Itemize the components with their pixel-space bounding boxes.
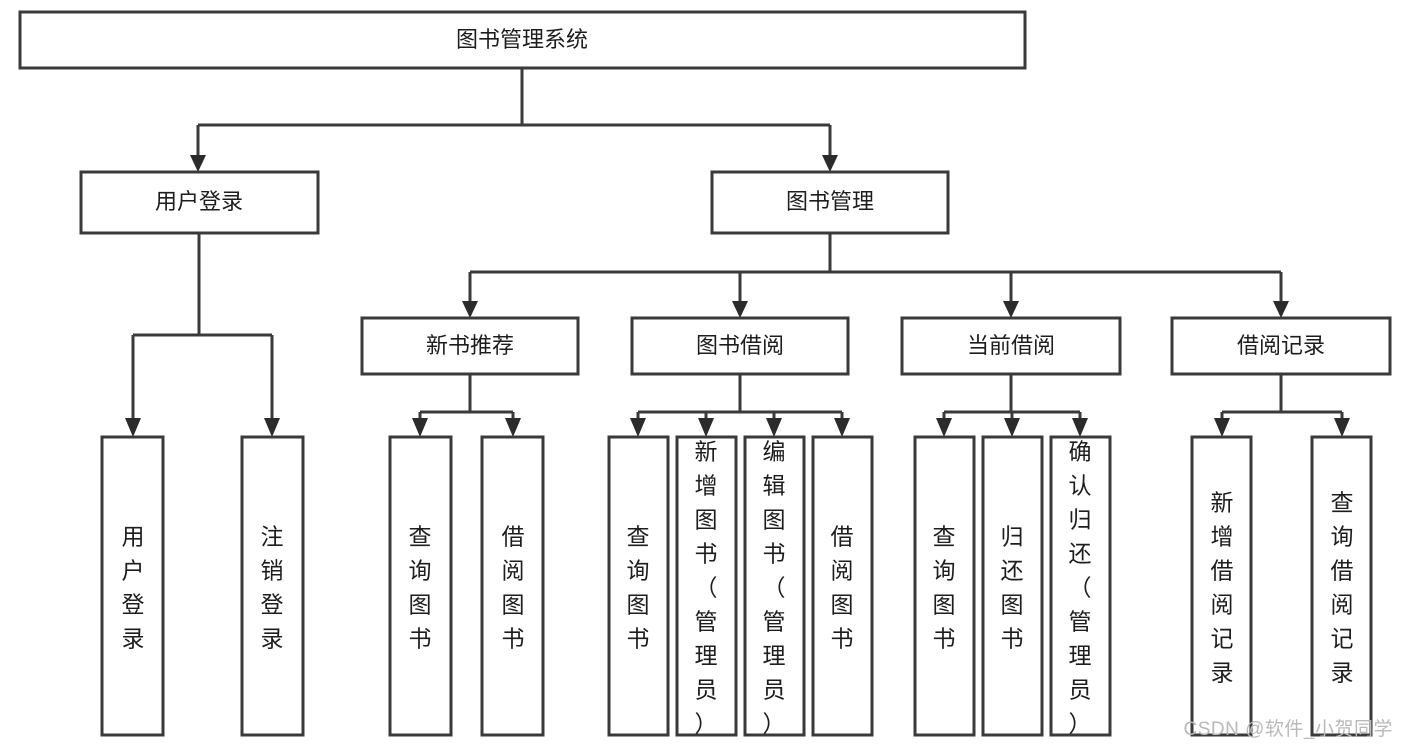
node-leaf-return-book[interactable]: 归还图书	[981, 435, 1044, 737]
node-leaf-user-login-label: 用户登录	[122, 524, 145, 652]
arrow-head-current-borrow	[1003, 301, 1019, 318]
node-leaf-borrow-book[interactable]: 借阅图书	[811, 435, 874, 737]
node-current-borrow-label: 当前借阅	[967, 333, 1055, 358]
node-leaf-query-book-recommend-label: 查询图书	[409, 524, 432, 652]
node-leaf-user-login-box[interactable]	[100, 435, 165, 737]
node-leaf-query-book-recommend-box[interactable]	[388, 435, 453, 737]
arrow-head-leaf-borrow-book-recommend	[505, 418, 521, 437]
node-leaf-user-login[interactable]: 用户登录	[100, 435, 165, 737]
node-root-label: 图书管理系统	[456, 27, 588, 52]
node-book-borrow-box[interactable]	[630, 316, 850, 376]
node-leaf-query-book-borrow[interactable]: 查询图书	[607, 435, 670, 737]
arrow-head-leaf-return-book	[1004, 418, 1020, 437]
node-leaf-add-book-admin-box[interactable]	[675, 435, 738, 737]
node-book-management-box[interactable]	[710, 170, 950, 235]
arrow-head-leaf-query-book-current	[936, 418, 952, 437]
node-leaf-borrow-book-box[interactable]	[811, 435, 874, 737]
node-leaf-borrow-book-recommend-label: 借阅图书	[502, 524, 525, 652]
node-new-book-recommend-box[interactable]	[360, 316, 580, 376]
node-leaf-add-borrow-record-label: 新增借阅记录	[1211, 490, 1234, 686]
node-leaf-borrow-book-label: 借阅图书	[831, 524, 854, 652]
node-leaf-return-book-box[interactable]	[981, 435, 1044, 737]
node-leaf-query-book-current-label: 查询图书	[933, 524, 956, 652]
node-leaf-query-borrow-record[interactable]: 查询借阅记录	[1310, 435, 1373, 737]
node-leaf-logout-login-label: 注销登录	[261, 524, 284, 652]
node-book-borrow-label: 图书借阅	[696, 333, 784, 358]
node-leaf-return-book-label: 归还图书	[1001, 524, 1024, 652]
node-current-borrow[interactable]: 当前借阅	[900, 316, 1122, 376]
node-root[interactable]: 图书管理系统	[18, 10, 1027, 70]
node-user-login-label: 用户登录	[155, 189, 243, 214]
arrow-head-leaf-query-book-recommend	[412, 418, 428, 437]
node-user-login[interactable]: 用户登录	[79, 170, 320, 235]
arrow-head-leaf-edit-book-admin	[766, 418, 782, 437]
node-root-box[interactable]	[18, 10, 1027, 70]
node-leaf-query-book-current[interactable]: 查询图书	[913, 435, 976, 737]
arrow-head-leaf-query-borrow-record	[1334, 418, 1350, 437]
node-leaf-query-book-recommend[interactable]: 查询图书	[388, 435, 453, 737]
arrow-head-leaf-user-login	[125, 418, 141, 437]
arrow-head-leaf-confirm-return-admin	[1072, 418, 1088, 437]
arrow-head-borrow-record	[1273, 301, 1289, 318]
node-new-book-recommend-label: 新书推荐	[426, 333, 514, 358]
node-leaf-query-book-borrow-box[interactable]	[607, 435, 670, 737]
node-leaf-query-borrow-record-box[interactable]	[1310, 435, 1373, 737]
node-book-management[interactable]: 图书管理	[710, 170, 950, 235]
node-leaf-confirm-return-admin[interactable]: 确认归还（管理员）	[1049, 435, 1112, 737]
leaf-layer: 用户登录 注销登录 查询图书 借阅图书 查询图书 新增图书（管理员）	[100, 435, 1373, 737]
node-book-management-label: 图书管理	[786, 189, 874, 214]
node-borrow-record[interactable]: 借阅记录	[1170, 316, 1392, 376]
node-borrow-record-label: 借阅记录	[1237, 333, 1325, 358]
node-borrow-record-box[interactable]	[1170, 316, 1392, 376]
node-leaf-query-borrow-record-label: 查询借阅记录	[1331, 490, 1354, 686]
connector-layer	[125, 68, 1350, 437]
arrow-head-leaf-add-book-admin	[698, 418, 714, 437]
node-leaf-add-book-admin[interactable]: 新增图书（管理员）	[675, 435, 738, 737]
node-new-book-recommend[interactable]: 新书推荐	[360, 316, 580, 376]
node-leaf-confirm-return-admin-label: 确认归还（管理员）	[1069, 439, 1092, 737]
arrow-head-book-borrow	[732, 301, 748, 318]
node-leaf-confirm-return-admin-box[interactable]	[1049, 435, 1112, 737]
node-leaf-query-book-current-box[interactable]	[913, 435, 976, 737]
arrow-head-user-login	[190, 155, 206, 172]
node-leaf-add-borrow-record[interactable]: 新增借阅记录	[1190, 435, 1253, 737]
node-leaf-edit-book-admin[interactable]: 编辑图书（管理员）	[743, 435, 806, 737]
node-leaf-add-borrow-record-box[interactable]	[1190, 435, 1253, 737]
arrow-head-book-management	[822, 155, 838, 172]
node-leaf-logout-login-box[interactable]	[240, 435, 305, 737]
csdn-watermark: CSDN @软件_小贺同学	[1183, 719, 1393, 740]
arrow-head-leaf-add-borrow-record	[1214, 418, 1230, 437]
node-leaf-borrow-book-recommend-box[interactable]	[480, 435, 545, 737]
arrow-head-new-book-recommend	[462, 301, 478, 318]
node-leaf-edit-book-admin-box[interactable]	[743, 435, 806, 737]
arrow-head-leaf-borrow-book	[834, 418, 850, 437]
node-leaf-add-book-admin-label: 新增图书（管理员）	[695, 439, 718, 737]
node-current-borrow-box[interactable]	[900, 316, 1122, 376]
node-book-borrow[interactable]: 图书借阅	[630, 316, 850, 376]
node-leaf-edit-book-admin-label: 编辑图书（管理员）	[763, 439, 786, 737]
node-user-login-box[interactable]	[79, 170, 320, 235]
node-leaf-logout-login[interactable]: 注销登录	[240, 435, 305, 737]
arrow-head-leaf-query-book-borrow	[630, 418, 646, 437]
arrow-head-leaf-logout-login	[264, 418, 280, 437]
node-leaf-borrow-book-recommend[interactable]: 借阅图书	[480, 435, 545, 737]
node-leaf-query-book-borrow-label: 查询图书	[627, 524, 650, 652]
